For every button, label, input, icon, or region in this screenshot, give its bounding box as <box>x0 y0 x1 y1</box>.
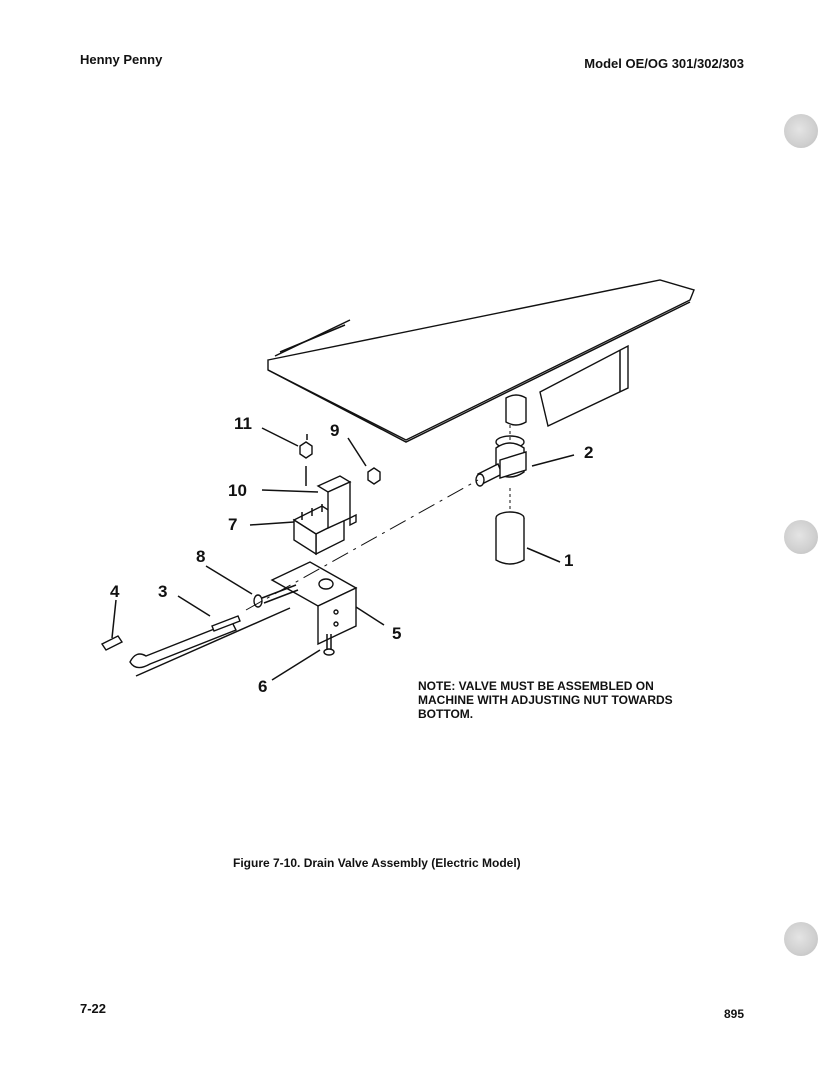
callout-3: 3 <box>158 582 167 601</box>
drain-valve-body <box>475 435 527 487</box>
assembly-note: NOTE: VALVE MUST BE ASSEMBLED ON MACHINE… <box>418 679 673 721</box>
binder-hole <box>784 114 818 148</box>
linkage-rod <box>129 615 241 669</box>
callout-7: 7 <box>228 515 237 534</box>
callout-6: 6 <box>258 677 267 696</box>
fry-pot-plate <box>267 279 695 443</box>
callout-5: 5 <box>392 624 401 643</box>
header-brand: Henny Penny <box>80 52 163 67</box>
callout-8: 8 <box>196 547 205 566</box>
leader-lines <box>111 427 575 681</box>
callout-4: 4 <box>110 582 120 601</box>
mounting-screw <box>323 634 335 656</box>
mounting-bracket <box>270 561 358 646</box>
binder-hole <box>784 922 818 956</box>
binder-hole <box>784 520 818 554</box>
drain-pipe <box>495 511 525 565</box>
switch-bracket <box>316 475 357 530</box>
callout-10: 10 <box>228 481 247 500</box>
callout-11: 11 <box>234 414 252 433</box>
document-number: 895 <box>723 1007 744 1021</box>
figure-caption: Figure 7-10. Drain Valve Assembly (Elect… <box>233 856 521 870</box>
callout-2: 2 <box>584 443 593 462</box>
callout-1: 1 <box>564 551 573 570</box>
header-model: Model OE/OG 301/302/303 <box>584 56 744 71</box>
page-number: 7-22 <box>80 1001 107 1016</box>
hex-nut <box>367 467 381 485</box>
callout-9: 9 <box>330 421 339 440</box>
clevis-pin <box>100 635 124 651</box>
lock-nut <box>299 434 313 486</box>
